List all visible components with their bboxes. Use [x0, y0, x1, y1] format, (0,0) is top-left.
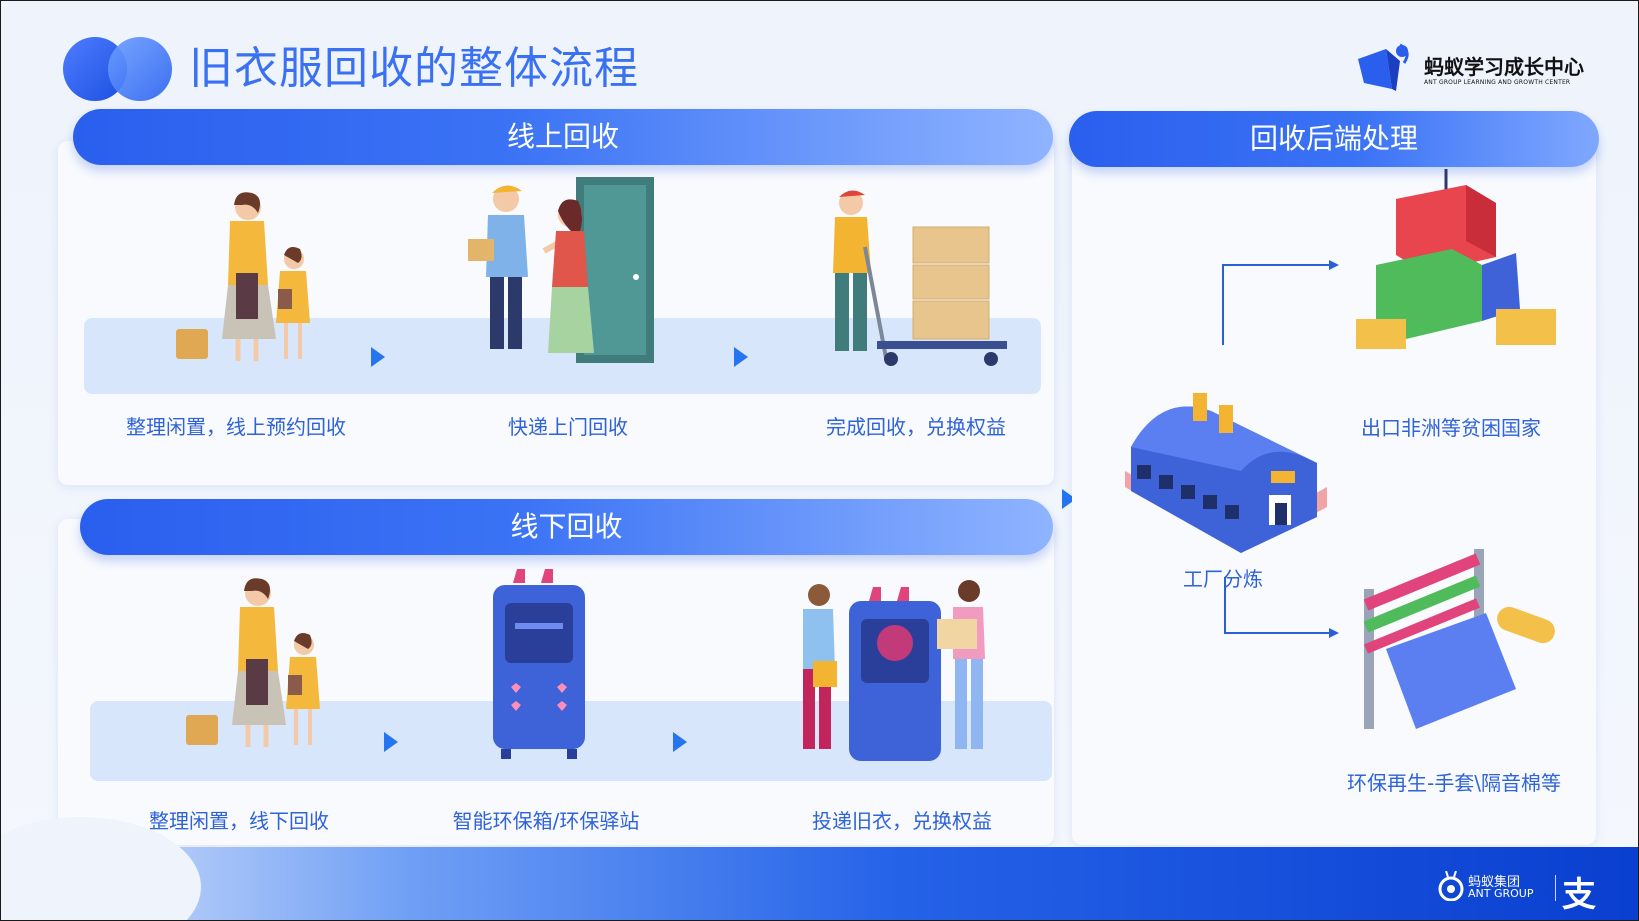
export-label: 出口非洲等贫困国家: [1361, 416, 1541, 440]
flow-arrow-icon: [673, 732, 687, 752]
ant-group-icon: [1438, 871, 1464, 901]
offline-step-2-label: 智能环保箱/环保驿站: [452, 809, 640, 833]
flow-arrow-icon: [734, 347, 748, 367]
backend-branch-arrows: [1222, 260, 1339, 638]
logo-mark-icon: [1358, 43, 1409, 91]
smart-recycling-bin-illustration: [493, 569, 585, 759]
flow-arrow-icon: [384, 732, 398, 752]
online-heading: 线上回收: [73, 109, 1053, 165]
online-step-1-label: 整理闲置，线上预约回收: [126, 415, 346, 439]
recycle-label: 环保再生-手套\隔音棉等: [1347, 771, 1561, 795]
footer-divider: [1555, 875, 1556, 901]
ant-group-en: ANT GROUP: [1468, 887, 1534, 900]
factory-illustration: [1125, 393, 1327, 553]
title-decoration-circle: [108, 37, 172, 101]
mother-child-sorting-illustration: [186, 578, 320, 747]
page-title: 旧衣服回收的整体流程: [189, 43, 639, 94]
cart-boxes-illustration: [833, 190, 1007, 366]
offline-heading: 线下回收: [80, 499, 1053, 555]
ant-group-cn: 蚂蚁集团: [1468, 875, 1521, 890]
factory-label: 工厂分炼: [1183, 567, 1263, 591]
offline-step-3-label: 投递旧衣，兑换权益: [812, 809, 992, 833]
footer-band: [1, 817, 1638, 920]
textile-recycling-machine-illustration: [1363, 549, 1555, 729]
online-step-3-label: 完成回收，兑换权益: [826, 415, 1006, 439]
flow-arrow-icon: [371, 347, 385, 367]
courier-pickup-illustration: [468, 177, 654, 363]
backend-heading: 回收后端处理: [1069, 111, 1599, 167]
mother-child-sorting-illustration: [176, 192, 310, 361]
alipay-icon: 支: [1562, 875, 1596, 915]
logo-subtext: ANT GROUP LEARNING AND GROWTH CENTER: [1424, 79, 1571, 86]
clothes-deposit-illustration: [803, 580, 985, 761]
offline-step-1-label: 整理闲置，线下回收: [149, 809, 329, 833]
online-step-2-label: 快递上门回收: [508, 415, 628, 439]
logo-text: 蚂蚁学习成长中心: [1424, 55, 1584, 79]
shipping-containers-illustration: [1356, 169, 1556, 349]
ant-learning-logo: 蚂蚁学习成长中心 ANT GROUP LEARNING AND GROWTH C…: [1356, 41, 1586, 99]
